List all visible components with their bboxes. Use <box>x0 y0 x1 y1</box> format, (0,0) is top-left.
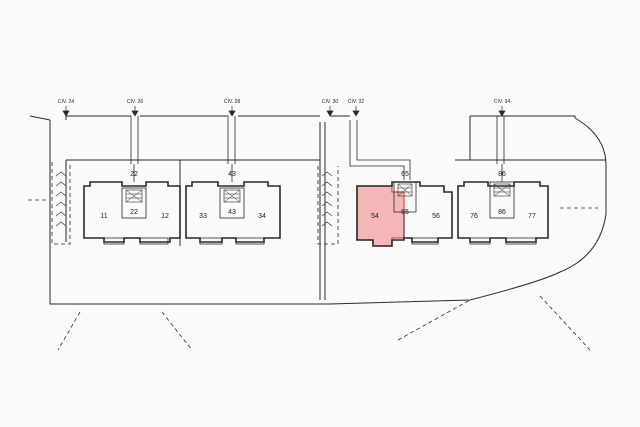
building-labels: 22 22 11 12 43 43 33 34 65 65 54 56 86 8… <box>100 171 536 220</box>
entry-paths <box>130 116 505 180</box>
unit-label: 12 <box>161 213 169 220</box>
civic-label: CIV. 24 <box>58 99 74 105</box>
unit-label: 11 <box>100 213 107 220</box>
civic-labels: CIV. 24 CIV. 26 CIV. 28 CIV. 30 CIV. 32 … <box>58 99 510 105</box>
civic-label: CIV. 28 <box>224 99 240 105</box>
building-2 <box>185 164 281 243</box>
unit-label: 76 <box>470 213 478 220</box>
building-top-label: 65 <box>401 171 409 178</box>
civic-label: CIV. 34 <box>494 99 510 105</box>
unit-label: 56 <box>432 213 440 220</box>
stair-label: 22 <box>130 209 138 216</box>
stair-label: 86 <box>498 209 506 216</box>
parking-chevrons-right <box>321 171 333 227</box>
unit-label: 77 <box>528 213 536 220</box>
building-4 <box>457 164 549 243</box>
civic-label: CIV. 30 <box>322 99 338 105</box>
site-boundary <box>29 115 607 305</box>
building-1 <box>83 164 181 243</box>
unit-label: 33 <box>199 213 207 220</box>
highlighted-unit-54[interactable] <box>356 185 405 247</box>
stair-label: 43 <box>228 209 236 216</box>
dashed-access-lines <box>28 162 598 351</box>
balconies <box>103 237 537 245</box>
parking-chevrons-left <box>55 171 67 227</box>
civic-label: CIV. 26 <box>127 99 143 105</box>
civic-label: CIV. 32 <box>348 99 364 105</box>
unit-label[interactable]: 54 <box>371 213 379 220</box>
civic-arrows <box>62 106 506 117</box>
stair-label: 65 <box>401 209 409 216</box>
unit-label: 34 <box>258 213 266 220</box>
building-top-label: 22 <box>130 171 138 178</box>
building-top-label: 43 <box>228 171 236 178</box>
building-top-label: 86 <box>498 171 506 178</box>
